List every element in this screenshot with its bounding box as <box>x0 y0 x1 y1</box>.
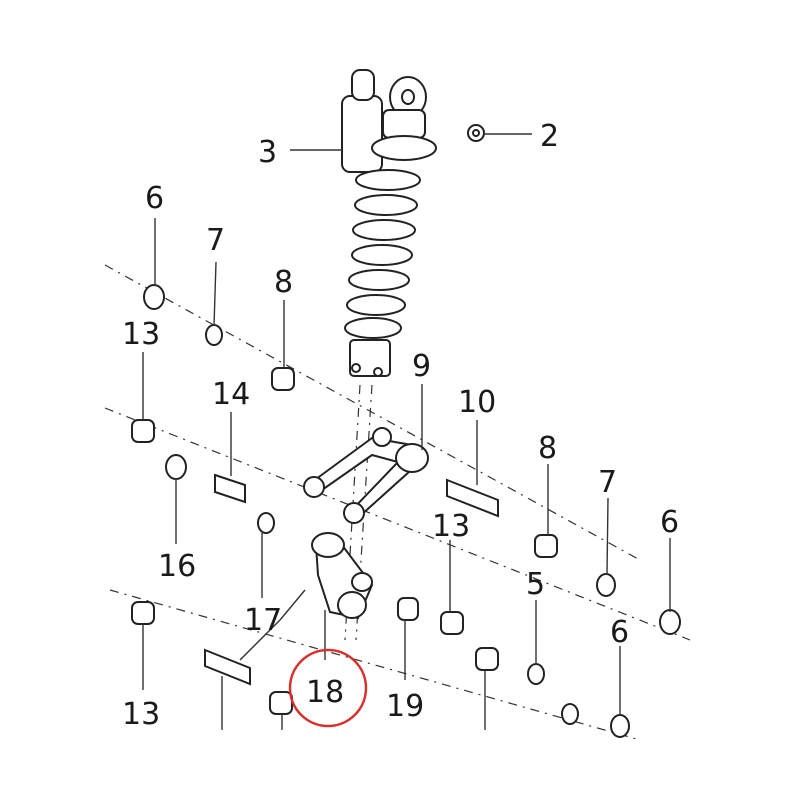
shock-absorber <box>341 69 437 377</box>
connecting-arm <box>311 532 374 620</box>
label-17: 17 <box>244 603 282 638</box>
label-8b: 8 <box>538 431 557 466</box>
label-6c: 6 <box>610 615 629 650</box>
label-18: 18 <box>306 675 344 710</box>
label-9: 9 <box>412 349 431 384</box>
label-13c: 13 <box>122 697 160 732</box>
label-10: 10 <box>458 385 496 420</box>
label-5: 5 <box>526 567 545 602</box>
label-13a: 13 <box>122 317 160 352</box>
small-parts <box>131 284 681 738</box>
highlight-circle <box>288 648 368 728</box>
assembly-axes <box>104 264 691 741</box>
label-8a: 8 <box>274 265 293 300</box>
leader-lines <box>142 133 671 730</box>
label-16: 16 <box>158 549 196 584</box>
label-6a: 6 <box>145 181 164 216</box>
label-7b: 7 <box>598 465 617 500</box>
label-2: 2 <box>540 119 559 154</box>
part-labels: 3 2 6 7 8 13 14 9 10 8 7 6 13 16 17 5 6 … <box>122 119 679 732</box>
rocker-link <box>303 427 429 524</box>
label-6b: 6 <box>660 505 679 540</box>
label-13b: 13 <box>432 509 470 544</box>
label-7a: 7 <box>206 223 225 258</box>
label-19: 19 <box>386 689 424 724</box>
label-3: 3 <box>258 135 277 170</box>
label-14: 14 <box>212 377 250 412</box>
coil-spring <box>344 169 421 339</box>
nut-part-2 <box>467 124 485 142</box>
